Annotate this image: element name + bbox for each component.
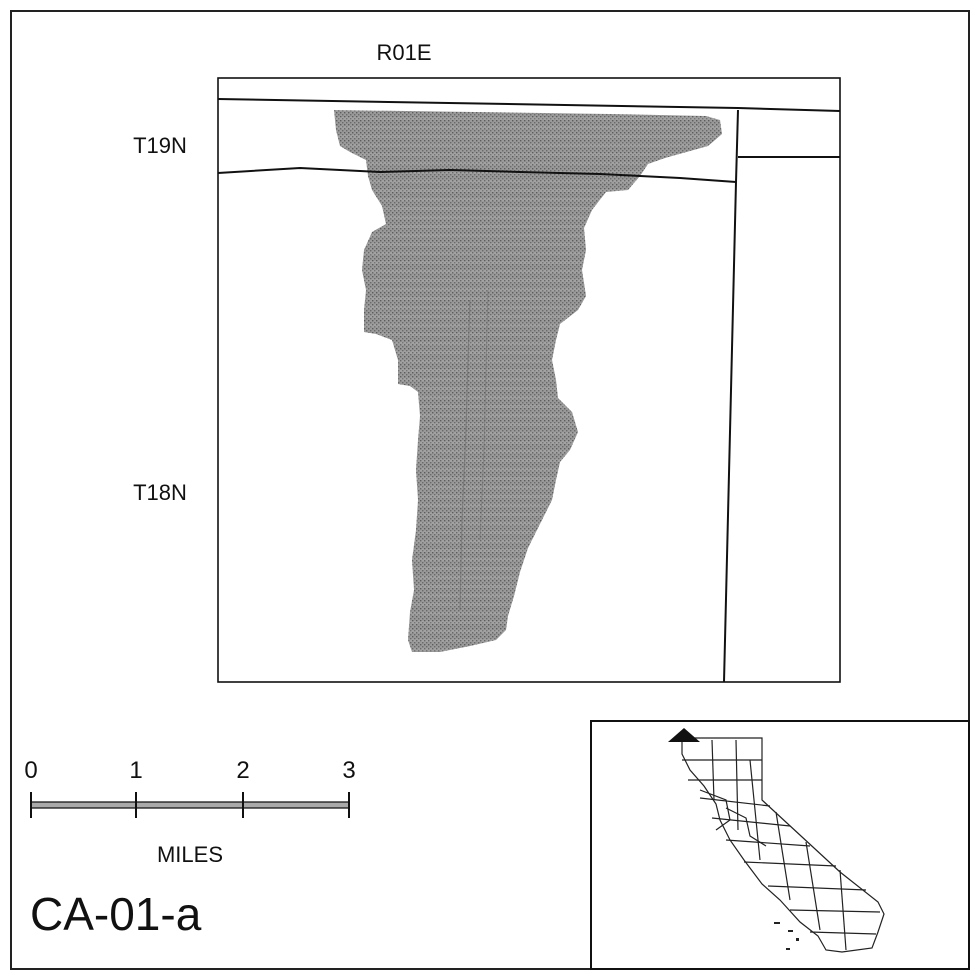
shaded-area bbox=[334, 110, 722, 652]
t19n-t18n-boundary bbox=[217, 166, 737, 183]
outer-frame bbox=[10, 10, 970, 970]
scale-unit-label: MILES bbox=[157, 842, 223, 867]
california-outline bbox=[681, 737, 885, 953]
scale-label-1: 1 bbox=[129, 757, 142, 784]
map-id-label: CA-01-a bbox=[30, 888, 202, 940]
channel-islands bbox=[774, 922, 799, 950]
scale-label-2: 2 bbox=[236, 757, 249, 784]
scale-label-0: 0 bbox=[24, 757, 37, 784]
inset-locator-map bbox=[590, 720, 970, 970]
township-label-t18n: T18N bbox=[133, 480, 187, 505]
scale-label-3: 3 bbox=[342, 757, 355, 784]
range-label: R01E bbox=[376, 40, 431, 65]
township-label-t19n: T19N bbox=[133, 133, 187, 158]
location-marker-icon bbox=[668, 728, 700, 742]
t19n-north-boundary bbox=[217, 98, 841, 112]
inset-frame bbox=[590, 720, 970, 970]
township-boundaries bbox=[217, 98, 841, 683]
scale-bar: 0 1 2 3 MILES bbox=[24, 757, 355, 867]
section-line-vertical bbox=[723, 109, 739, 683]
